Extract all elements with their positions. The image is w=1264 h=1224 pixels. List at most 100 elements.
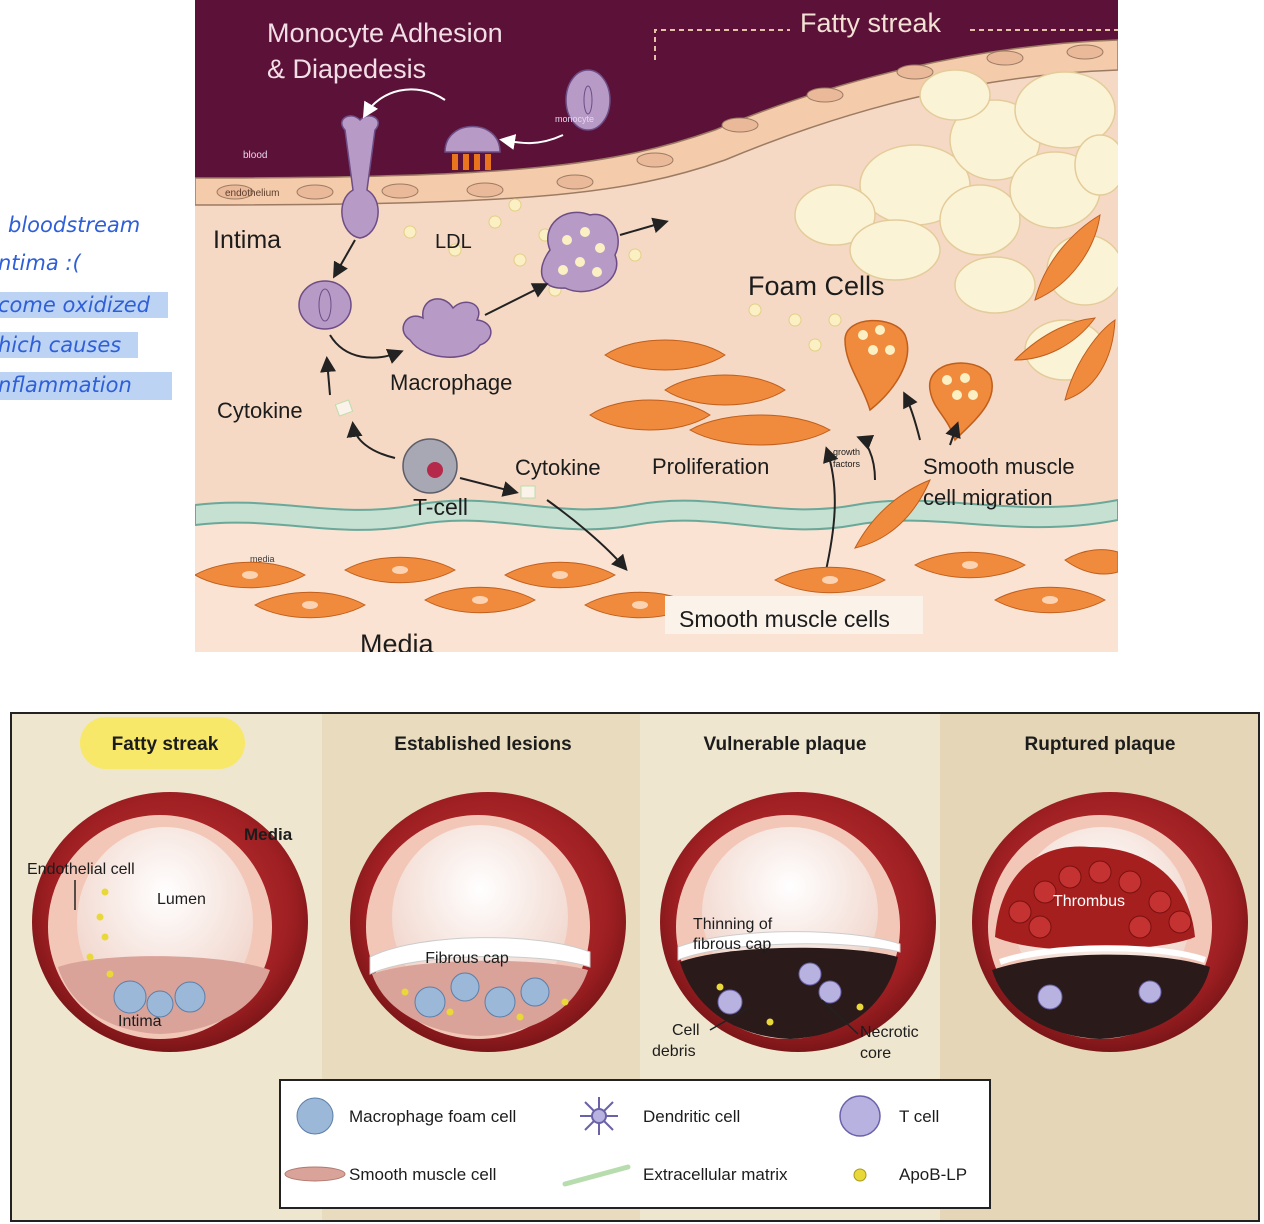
note-line-2: ntima :(	[0, 251, 81, 275]
cytokine-mid-icon	[520, 485, 536, 499]
media-label: Media	[244, 825, 293, 844]
vessel-established-lesion	[350, 792, 626, 1052]
t-cell-nucleus	[427, 462, 443, 478]
title-line-2: & Diapedesis	[267, 54, 426, 84]
intima-monocyte-nucleus	[318, 288, 332, 322]
monocyte-cell	[565, 69, 611, 131]
arrow-to-lipid-macrophage	[484, 283, 549, 316]
macrophage-label: Macrophage	[390, 370, 512, 395]
media-label: Media	[360, 629, 435, 652]
intima-label: Intima	[213, 226, 281, 254]
fatty-streak-label: Fatty streak	[800, 8, 942, 38]
legend-tcell-label: T cell	[899, 1107, 939, 1126]
arrow-monocyte-adhesion	[499, 134, 564, 150]
arrow-smc-proliferation	[823, 446, 839, 576]
arrow-migration-2	[945, 421, 961, 446]
cytokine-left-label: Cytokine	[217, 398, 303, 423]
intima-smc-right	[854, 214, 1116, 549]
fibrous-cap-label: Fibrous cap	[425, 950, 509, 967]
cytokine-left-icon	[334, 399, 354, 417]
media-region	[195, 509, 1118, 652]
smooth-muscle-cells-label: Smooth muscle cells	[679, 606, 890, 632]
arrow-into-intima	[333, 239, 356, 279]
plaque-progression-diagram: Fatty streak Established lesions Vulnera…	[10, 712, 1260, 1222]
ldl-label: LDL	[435, 231, 472, 253]
endothelial-cells	[216, 44, 1104, 200]
smooth-muscle-cells-label-bg	[665, 596, 923, 634]
growth-factors-line-1: growth	[833, 447, 860, 457]
endothelium-layer	[195, 39, 1118, 206]
handwritten-notes: bloodstream ntima :( come oxidized hich …	[0, 213, 172, 400]
fatty-streak-highlight	[80, 717, 245, 769]
endothelial-cell-label: Endothelial cell	[27, 861, 135, 878]
highlight-causes	[0, 332, 138, 358]
proliferation-label: Proliferation	[652, 454, 769, 479]
foam-cells-label: Foam Cells	[748, 271, 885, 301]
atherogenesis-diagram: Fatty streak Monocyte Adhesion & Diapede…	[195, 0, 1118, 652]
cell-debris-pointer	[709, 1006, 751, 1031]
extracellular-matrix-icon	[562, 1164, 631, 1187]
arrow-migration-1	[903, 391, 921, 441]
legend-box	[279, 1079, 991, 1209]
lipid-laden-macrophage	[540, 211, 619, 293]
growth-factors-line-2: factors	[833, 459, 861, 469]
cell-debris-line-2: debris	[652, 1043, 696, 1060]
arrow-cytokine-up	[320, 356, 336, 396]
arrow-growth-factors	[856, 435, 876, 481]
stage-title-4: Ruptured plaque	[1025, 734, 1176, 755]
smc-foam-cell-1	[844, 319, 909, 412]
note-line-1: bloodstream	[8, 213, 140, 237]
legend-macrophage-label: Macrophage foam cell	[349, 1107, 516, 1126]
arrow-monocyte-to-macrophage	[329, 334, 404, 364]
note-line-4: hich causes	[0, 333, 121, 357]
media-smc-nuclei	[242, 561, 1058, 609]
apob-lp-icon	[853, 1168, 867, 1182]
macrophage-cell	[402, 298, 492, 358]
foam-cell-cluster	[794, 69, 1118, 381]
arrow-tcell-cytokine-mid	[459, 477, 519, 497]
lipid-droplets	[558, 227, 605, 277]
thinning-line-2: fibrous cap	[693, 936, 771, 953]
vessel-ruptured-plaque	[972, 792, 1248, 1052]
t-cell-label: T-cell	[413, 494, 468, 520]
media-small-label: media	[250, 554, 275, 564]
highlight-oxidized	[0, 292, 168, 318]
transmigrating-monocyte	[340, 115, 380, 239]
intima-label-bottom: Intima	[118, 1013, 162, 1030]
proliferating-smc	[589, 339, 832, 446]
smooth-muscle-cell-icon	[284, 1166, 346, 1182]
smc-migration-line-2: cell migration	[923, 485, 1053, 510]
fatty-streak-bracket-left	[654, 29, 790, 60]
legend-ecm-label: Extracellular matrix	[643, 1165, 788, 1184]
vessel-fatty-streak	[32, 792, 308, 1052]
endothelium-label: endothelium	[225, 188, 279, 199]
legend-apob-label: ApoB-LP	[899, 1165, 967, 1184]
stage-title-2: Established lesions	[394, 734, 571, 755]
adhesion-molecules	[452, 154, 491, 170]
stage-title-1: Fatty streak	[112, 734, 219, 755]
arrow-tcell-cytokine	[346, 421, 396, 459]
thrombus-label: Thrombus	[1053, 893, 1125, 910]
highlight-inflammation	[0, 372, 172, 400]
cell-debris-line-1: Cell	[672, 1022, 700, 1039]
arrow-to-foam-cell	[619, 217, 669, 236]
arrow-cytokine-to-smc	[546, 499, 628, 572]
macrophage-foam-cell-icon	[296, 1097, 334, 1135]
dendritic-cell-icon	[580, 1097, 618, 1135]
necrotic-line-1: Necrotic	[860, 1024, 919, 1041]
necrotic-line-2: core	[860, 1045, 891, 1062]
smc-lipid-droplets	[858, 325, 978, 400]
title-line-1: Monocyte Adhesion	[267, 18, 503, 48]
intima-monocyte	[298, 280, 352, 330]
t-cell-icon	[839, 1095, 881, 1137]
note-line-3: come oxidized	[0, 293, 151, 317]
monocyte-nucleus	[583, 85, 593, 115]
blood-label: blood	[243, 150, 267, 161]
blood-region	[195, 0, 1118, 178]
thinning-line-1: Thinning of	[693, 916, 773, 933]
legend-smc-label: Smooth muscle cell	[349, 1165, 496, 1184]
necrotic-pointer	[821, 999, 859, 1035]
cytokine-mid-label: Cytokine	[515, 455, 601, 480]
lumen-label: Lumen	[157, 891, 206, 908]
note-line-5: nflammation	[0, 373, 132, 397]
